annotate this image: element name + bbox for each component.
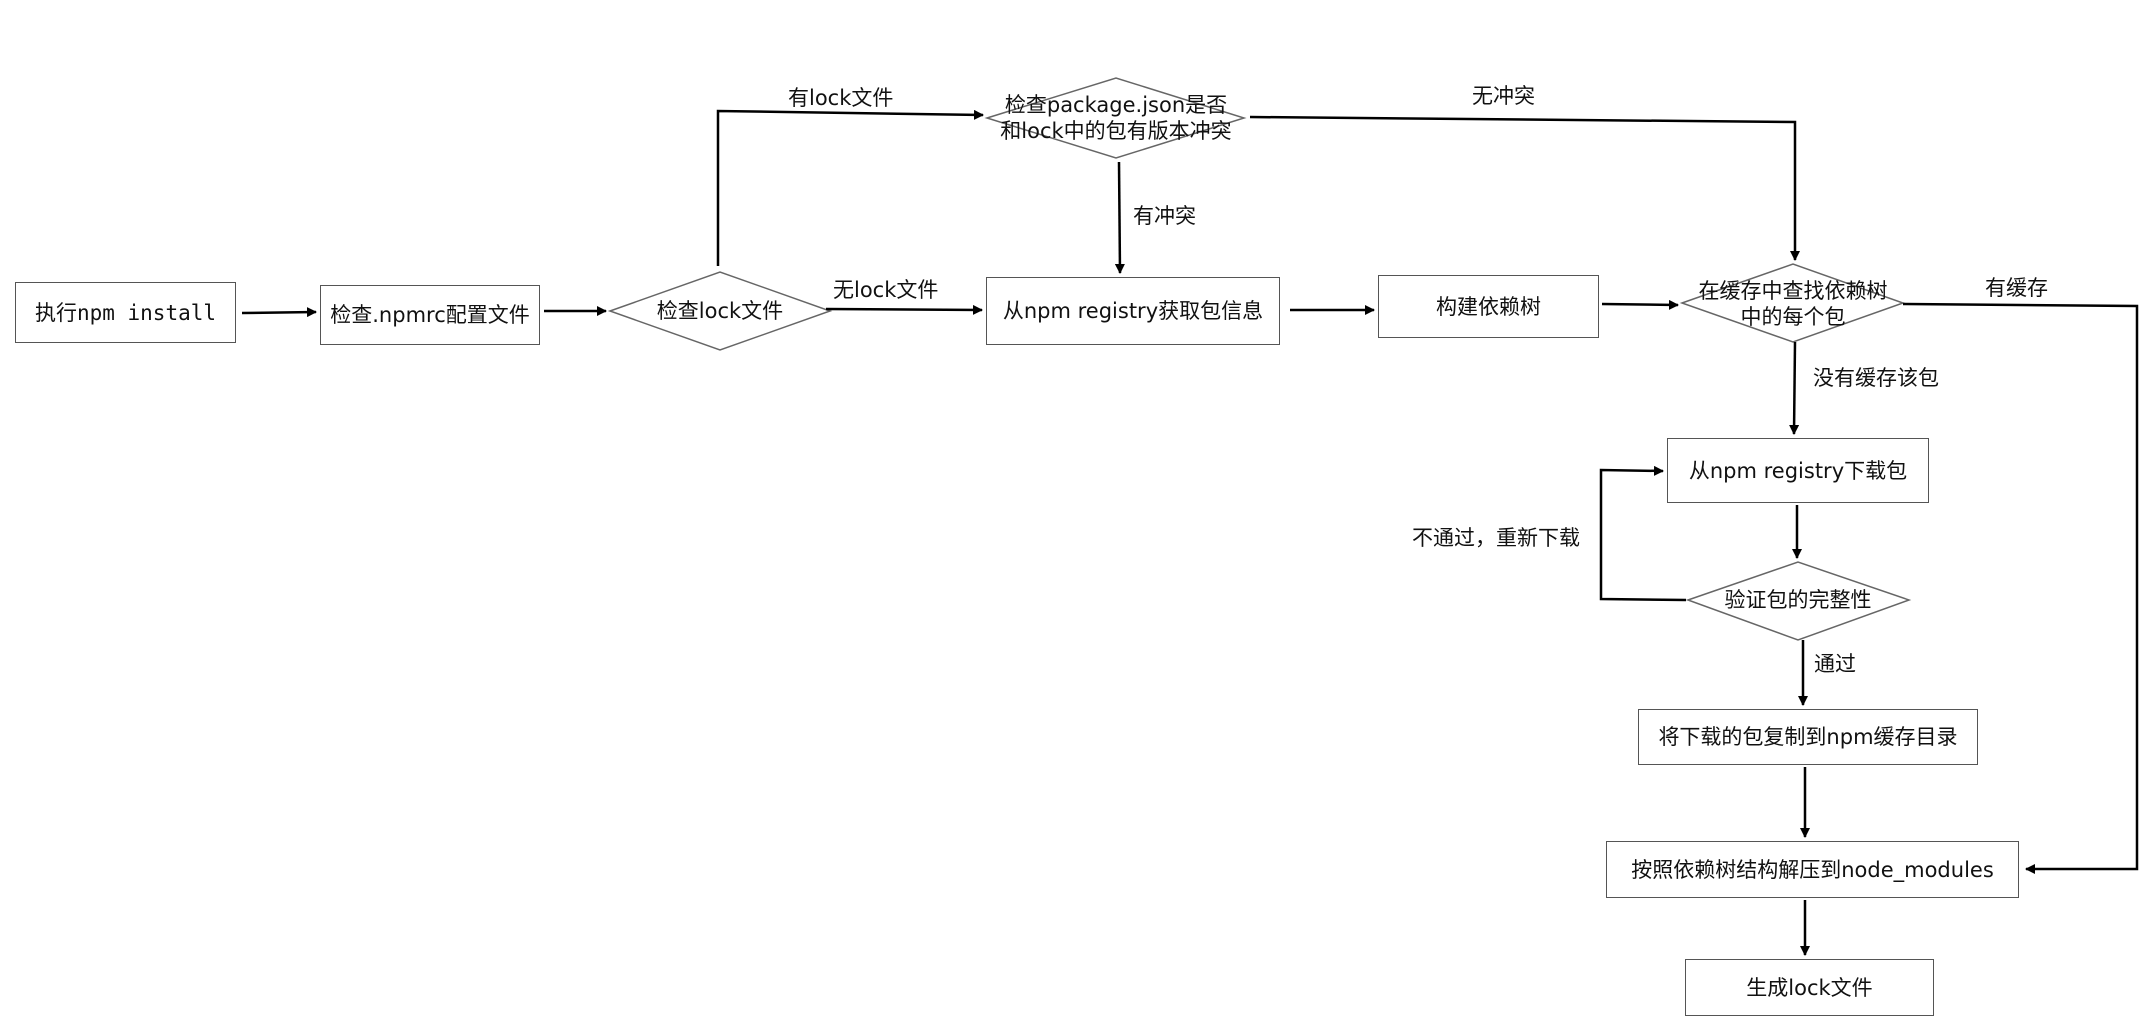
node-verify-text: 验证包的完整性 (1724, 588, 1872, 612)
node-check-conflict-line1: 检查package.json是否 (1004, 93, 1228, 117)
node-check-npmrc: 检查.npmrc配置文件 (320, 285, 540, 345)
diamond-find-cache (1679, 263, 1906, 343)
edge-label-no-lock: 无lock文件 (833, 278, 939, 302)
node-check-lock-text: 检查lock文件 (656, 299, 784, 323)
node-fetch-info-text: 从npm registry获取包信息 (1002, 299, 1264, 323)
edge-has-lock (716, 109, 984, 266)
node-copy-cache: 将下载的包复制到npm缓存目录 (1638, 709, 1978, 765)
node-check-npmrc-text: 检查.npmrc配置文件 (330, 303, 530, 327)
node-start: 执行npm install (15, 282, 236, 343)
edge-has-conflict (1114, 161, 1125, 274)
node-check-conflict-text: 检查package.json是否 和lock中的包有版本冲突 (970, 90, 1262, 146)
edge-label-has-lock: 有lock文件 (788, 86, 894, 110)
diamond-verify (1685, 561, 1912, 641)
node-check-conflict-line2: 和lock中的包有版本冲突 (1000, 119, 1232, 143)
node-fetch-info: 从npm registry获取包信息 (986, 277, 1280, 345)
edge-label-has-cache: 有缓存 (1985, 276, 2048, 300)
edge-start-npmrc (241, 307, 317, 318)
node-download: 从npm registry下载包 (1667, 438, 1929, 503)
edge-no-lock (825, 304, 983, 315)
edge-label-has-conflict: 有冲突 (1133, 204, 1196, 228)
diamond-check-lock (607, 271, 833, 351)
node-copy-cache-text: 将下载的包复制到npm缓存目录 (1658, 725, 1958, 749)
edge-fail-redownload (1599, 465, 1687, 602)
edge-label-no-cache: 没有缓存该包 (1813, 366, 1939, 390)
edge-no-cache (1789, 341, 1800, 435)
node-extract: 按照依赖树结构解压到node_modules (1606, 841, 2019, 898)
node-find-cache-line1: 在缓存中查找依赖树 (1698, 279, 1888, 303)
edge-label-pass: 通过 (1814, 652, 1856, 676)
node-find-cache-line2: 中的每个包 (1740, 305, 1846, 329)
node-find-cache-text: 在缓存中查找依赖树 中的每个包 (1670, 276, 1916, 332)
node-extract-text: 按照依赖树结构解压到node_modules (1631, 857, 1994, 882)
node-build-tree: 构建依赖树 (1378, 275, 1599, 338)
node-download-text: 从npm registry下载包 (1688, 458, 1908, 483)
edge-label-no-conflict: 无冲突 (1472, 84, 1535, 108)
edge-label-fail-redownload: 不通过，重新下载 (1412, 526, 1580, 550)
node-gen-lock-text: 生成lock文件 (1746, 975, 1873, 1000)
edge-has-cache (1902, 302, 2139, 874)
edge-build-cache (1601, 299, 1679, 310)
node-build-tree-text: 构建依赖树 (1436, 294, 1541, 319)
diamond-check-conflict (984, 77, 1247, 159)
node-gen-lock: 生成lock文件 (1685, 959, 1934, 1016)
edge-no-conflict (1249, 115, 1800, 261)
